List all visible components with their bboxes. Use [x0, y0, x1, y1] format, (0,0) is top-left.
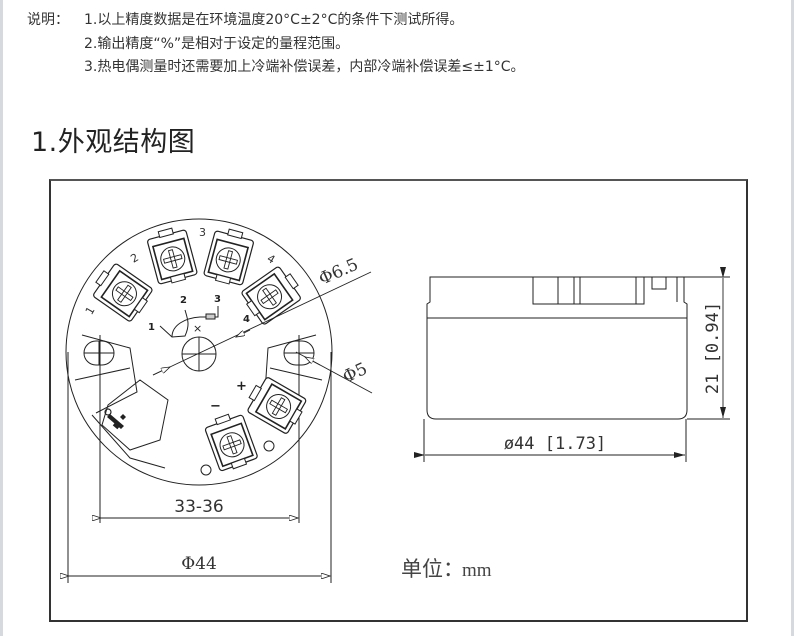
outer-circle	[65, 218, 333, 486]
side-view	[423, 276, 730, 462]
terminal-2	[144, 223, 199, 288]
drawing-frame	[49, 179, 748, 622]
notes-block: 说明： 1.以上精度数据是在环境温度20°C±2°C的条件下测试所得。 2.输出精…	[27, 9, 525, 80]
side-width-label: ø44 [1.73]	[504, 434, 606, 454]
notes-label: 说明：	[27, 12, 69, 28]
unit-label: 单位：	[401, 557, 464, 581]
terminal-label-4: 4	[265, 252, 278, 267]
inner-label-1: 1	[148, 322, 155, 333]
inner-label-3: 3	[214, 294, 221, 305]
svg-text:×: ×	[193, 322, 202, 335]
mount-hole-label: Φ5	[340, 359, 371, 388]
terminal-label-3: 3	[199, 226, 206, 239]
hole-dia-label: Φ6.5	[316, 255, 362, 290]
wiring-symbol: ×	[159, 306, 219, 338]
section-title: 1.外观结构图	[31, 127, 196, 158]
terminal-1	[87, 259, 156, 325]
outer-dia-label: Φ44	[181, 554, 217, 574]
note-item-1: 1.以上精度数据是在环境温度20°C±2°C的条件下测试所得。	[84, 12, 464, 28]
side-height-label: 21 [0.94]	[703, 302, 723, 394]
terminal-minus	[202, 408, 260, 475]
note-item-2: 2.输出精度“%”是相对于设定的量程范围。	[84, 35, 350, 52]
inner-label-2: 2	[180, 295, 187, 306]
inner-label-4: 4	[243, 314, 250, 325]
mount-spacing-label: 33-36	[174, 497, 223, 517]
page-edge-right	[791, 0, 794, 636]
terminal-label-1: 1	[83, 304, 98, 317]
page-edge-left	[0, 0, 3, 636]
minus-label: −	[210, 399, 221, 414]
terminal-label-2: 2	[128, 251, 141, 266]
plus-label: +	[236, 379, 247, 394]
usb-icon	[104, 408, 126, 430]
unit-value: mm	[462, 560, 492, 581]
note-item-3: 3.热电偶测量时还需要加上冷端补偿误差，内部冷端补偿误差≤±1°C。	[84, 59, 525, 75]
top-view	[65, 218, 333, 583]
terminal-3	[202, 224, 257, 289]
